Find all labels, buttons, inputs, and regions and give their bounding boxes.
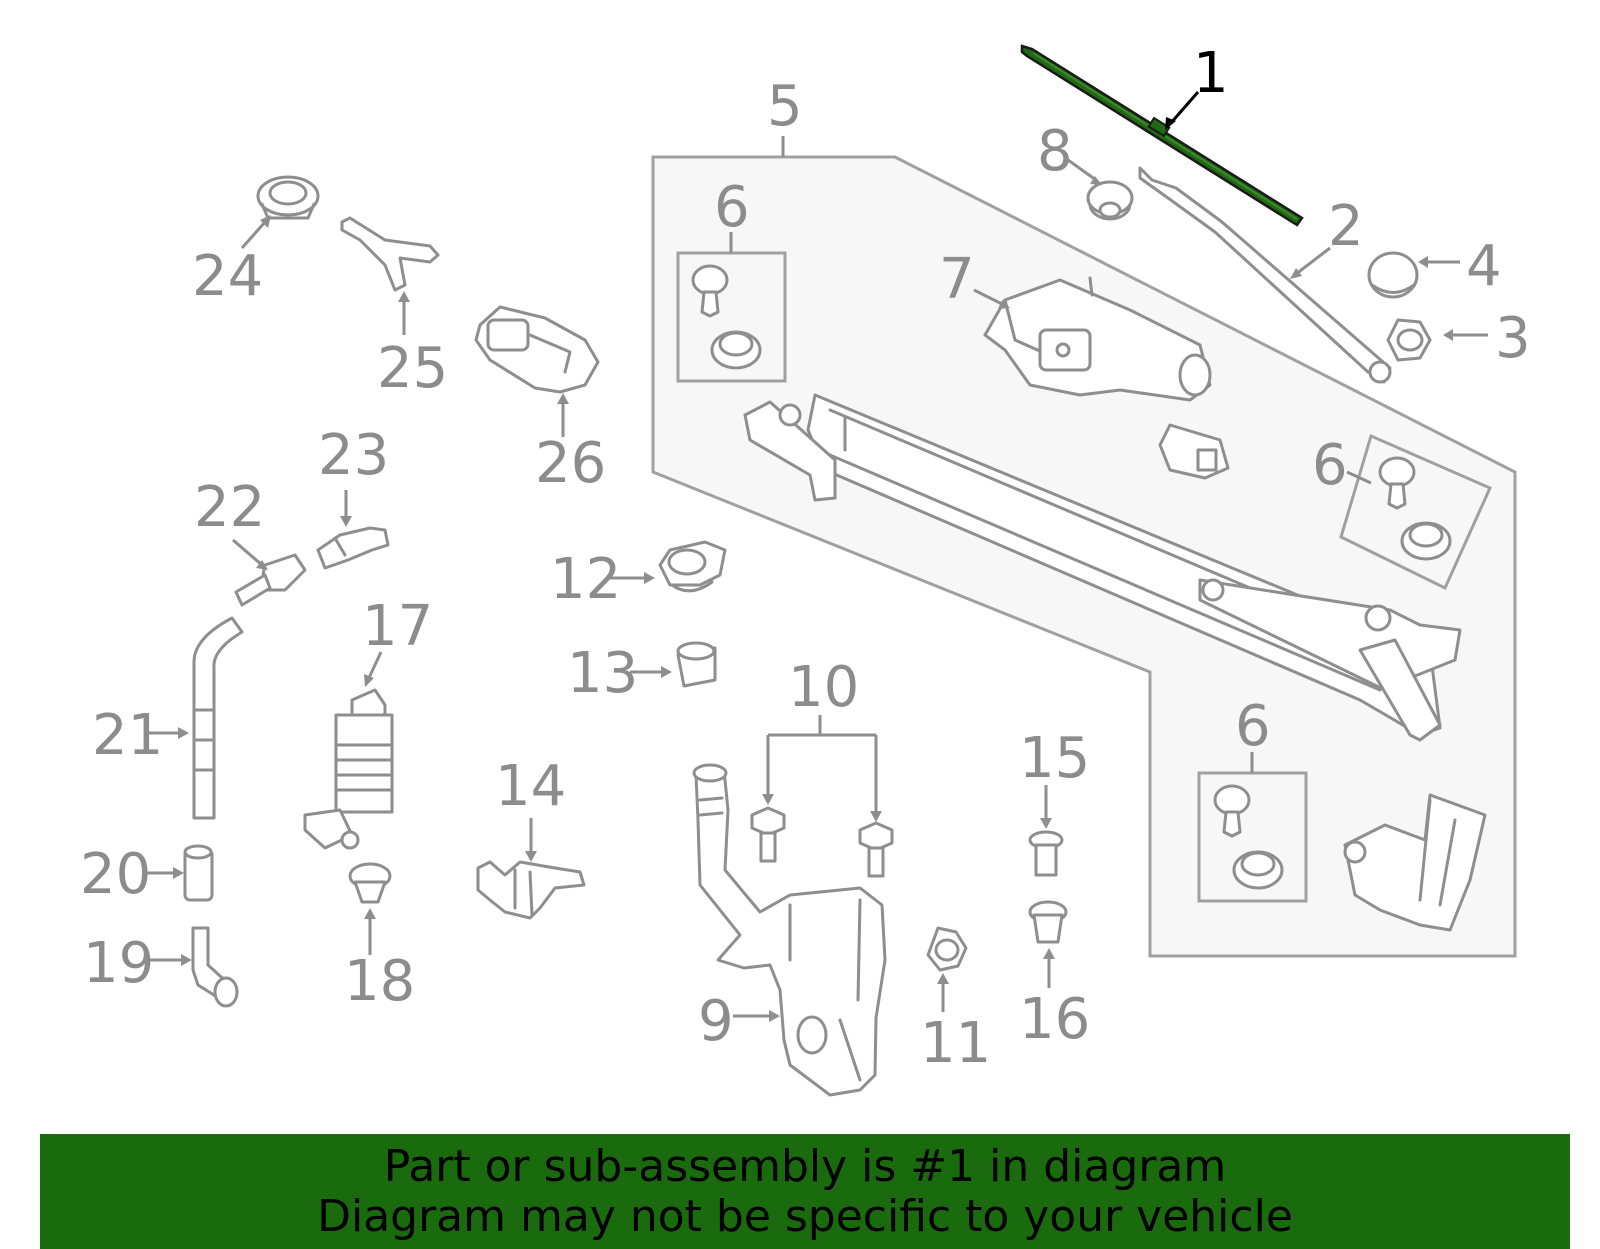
part-5-linkage[interactable] xyxy=(743,393,1462,742)
callout-23: 23 xyxy=(318,423,389,488)
callout-10: 10 xyxy=(788,655,859,720)
part-18-grommet[interactable] xyxy=(348,862,392,904)
callout-6b: 6 xyxy=(1312,433,1348,498)
part-6-grommet-kit-b[interactable] xyxy=(1339,433,1492,591)
callout-24: 24 xyxy=(192,244,263,309)
callout-18: 18 xyxy=(344,949,415,1014)
callout-6a: 6 xyxy=(714,175,750,240)
part-22-connector[interactable] xyxy=(234,553,307,607)
part-19-elbow[interactable] xyxy=(191,926,239,1008)
callout-2: 2 xyxy=(1328,194,1364,259)
callout-16: 16 xyxy=(1019,987,1090,1052)
part-2-wiper-arm[interactable] xyxy=(1138,166,1392,384)
part-4-cap[interactable] xyxy=(1367,251,1419,299)
callout-7: 7 xyxy=(939,247,975,312)
callout-12: 12 xyxy=(550,547,621,612)
part-3-nut[interactable] xyxy=(1386,318,1432,362)
callout-5: 5 xyxy=(767,74,803,139)
callout-19: 19 xyxy=(83,931,154,996)
part-11-nut[interactable] xyxy=(926,926,968,972)
callout-25: 25 xyxy=(377,336,448,401)
part-23-connector[interactable] xyxy=(316,526,390,570)
part-21-hose[interactable] xyxy=(192,616,244,820)
part-7-wiper-motor[interactable] xyxy=(983,276,1212,402)
callout-21: 21 xyxy=(92,703,163,768)
part-13-seal[interactable] xyxy=(676,641,717,688)
callout-8: 8 xyxy=(1037,119,1073,184)
part-1-wiper-blade[interactable] xyxy=(1020,44,1304,227)
part-25-y-connector[interactable] xyxy=(340,216,440,292)
callout-15: 15 xyxy=(1019,726,1090,791)
part-9-washer-reservoir[interactable] xyxy=(692,763,887,1097)
callout-26: 26 xyxy=(535,431,606,496)
callout-22: 22 xyxy=(194,475,265,540)
part-17-washer-pump[interactable] xyxy=(303,688,394,850)
banner-line-2: Diagram may not be specific to your vehi… xyxy=(317,1191,1293,1242)
callout-9: 9 xyxy=(698,989,734,1054)
callout-14: 14 xyxy=(495,754,566,819)
part-6-grommet-kit-c[interactable] xyxy=(1197,771,1308,903)
callout-13: 13 xyxy=(567,641,638,706)
callout-17: 17 xyxy=(362,594,433,659)
banner-line-1: Part or sub-assembly is #1 in diagram xyxy=(383,1141,1227,1192)
part-16-grommet[interactable] xyxy=(1028,900,1068,944)
callout-20: 20 xyxy=(80,842,151,907)
callout-3: 3 xyxy=(1495,306,1531,371)
callout-1: 1 xyxy=(1193,41,1229,106)
part-24-grommet[interactable] xyxy=(256,175,320,220)
part-bracket[interactable] xyxy=(1343,793,1487,932)
part-10-bolt-b[interactable] xyxy=(858,821,894,878)
callout-11: 11 xyxy=(920,1011,991,1076)
part-14-bracket[interactable] xyxy=(476,860,586,920)
callout-4: 4 xyxy=(1466,234,1502,299)
part-20-sleeve[interactable] xyxy=(183,844,214,902)
part-connector[interactable] xyxy=(1158,423,1230,480)
part-10-bolt-a[interactable] xyxy=(750,806,786,863)
part-15-plug[interactable] xyxy=(1028,830,1064,877)
info-banner: Part or sub-assembly is #1 in diagram Di… xyxy=(40,1134,1570,1249)
part-8-grommet[interactable] xyxy=(1086,180,1134,221)
part-26-washer-nozzle[interactable] xyxy=(474,305,600,394)
callout-6c: 6 xyxy=(1235,694,1271,759)
part-12-filler-cap[interactable] xyxy=(658,540,727,593)
